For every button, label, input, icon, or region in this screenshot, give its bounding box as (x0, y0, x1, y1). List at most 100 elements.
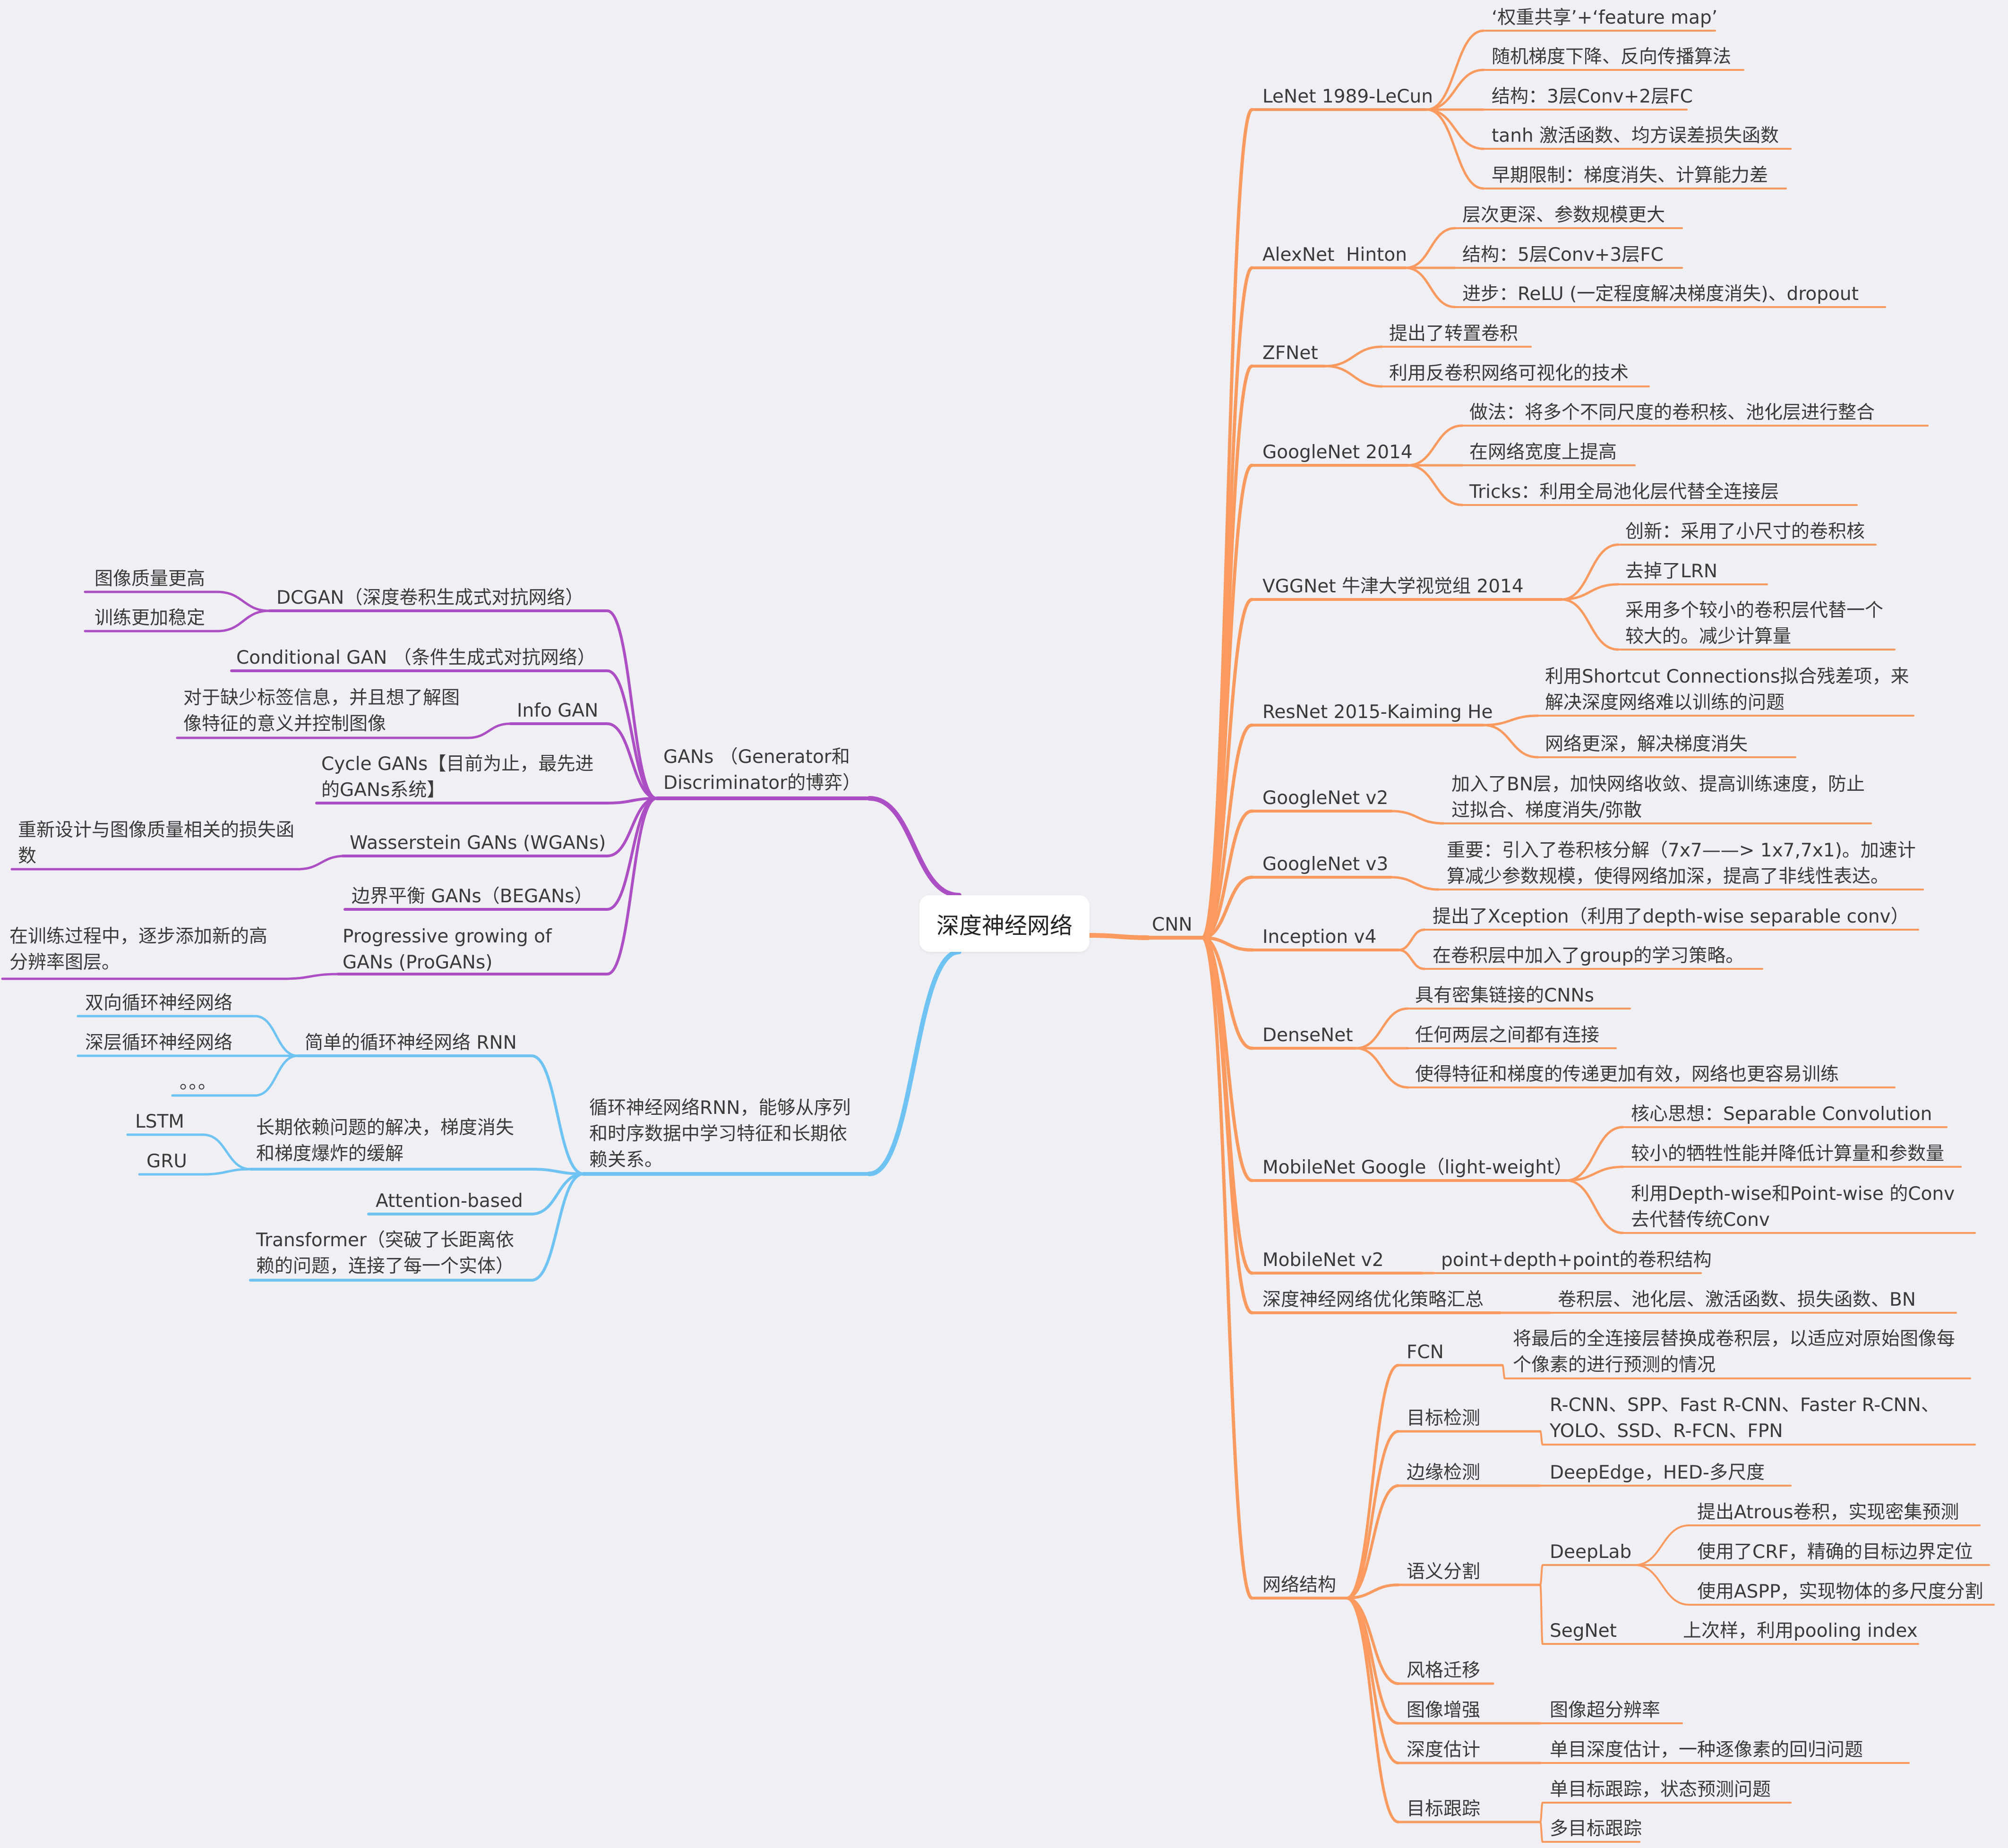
optimization-item[interactable]: 卷积层、池化层、激活函数、损失函数、BN (1558, 1289, 1916, 1310)
simple-rnn-item[interactable]: 双向循环神经网络 (85, 992, 233, 1014)
structure-enhancement[interactable]: 图像增强 (1407, 1700, 1481, 1721)
gans-cycle[interactable]: Cycle GANs【目前为止，最先进的GANs系统】 (321, 753, 594, 801)
googlenet2014-item[interactable]: 做法：将多个不同尺度的卷积核、池化层进行整合 (1469, 402, 1875, 423)
progan-item[interactable]: 在训练过程中，逐步添加新的高分辨率图层。 (9, 926, 268, 973)
segmentation-segnet[interactable]: SegNet (1550, 1620, 1617, 1642)
structure-depth[interactable]: 深度估计 (1407, 1739, 1481, 1761)
inception-v4-item[interactable]: 在卷积层中加入了group的学习策略。 (1433, 945, 1744, 967)
resnet-item[interactable]: 网络更深，解决梯度消失 (1545, 734, 1748, 755)
lenet-item[interactable]: 早期限制：梯度消失、计算能力差 (1492, 165, 1768, 186)
lenet-item[interactable]: ‘权重共享’+‘feature map’ (1492, 7, 1718, 28)
gans-conditional[interactable]: Conditional GAN （条件生成式对抗网络） (236, 647, 596, 668)
fcn-item[interactable]: 将最后的全连接层替换成卷积层，以适应对原始图像每个像素的进行预测的情况 (1513, 1328, 1956, 1376)
googlenet-v3-item[interactable]: 重要：引入了卷积核分解（7x7——> 1x7,7x1)。加速计算减少参数规模，使… (1447, 840, 1916, 887)
cnn-lenet[interactable]: LeNet 1989-LeCun (1262, 86, 1433, 107)
cnn-densenet[interactable]: DenseNet (1262, 1025, 1353, 1046)
cnn-resnet[interactable]: ResNet 2015-Kaiming He (1262, 702, 1493, 723)
gans-dcgan[interactable]: DCGAN（深度卷积生成式对抗网络） (276, 587, 584, 608)
inception-v4-item[interactable]: 提出了Xception（利用了depth-wise separable conv… (1433, 906, 1909, 927)
structure-style-transfer[interactable]: 风格迁移 (1407, 1660, 1481, 1681)
alexnet-item[interactable]: 层次更深、参数规模更大 (1462, 205, 1665, 226)
vggnet-item[interactable]: 采用多个较小的卷积层代替一个较大的。减少计算量 (1625, 600, 1884, 647)
gans-info[interactable]: Info GAN (517, 700, 599, 721)
connector-line (1634, 1564, 1690, 1606)
mobilenet-item[interactable]: 较小的牺牲性能并降低计算量和参数量 (1631, 1143, 1945, 1164)
densenet-item[interactable]: 使得特征和梯度的传递更加有效，网络也更容易训练 (1415, 1064, 1839, 1085)
rnn-longterm[interactable]: 长期依赖问题的解决，梯度消失和梯度爆炸的缓解 (256, 1117, 515, 1164)
vggnet-item[interactable]: 创新：采用了小尺寸的卷积核 (1625, 521, 1865, 542)
cnn-branch[interactable]: CNN (1152, 914, 1193, 935)
googlenet2014-item[interactable]: Tricks：利用全局池化层代替全连接层 (1469, 481, 1779, 503)
zfnet-item[interactable]: 利用反卷积网络可视化的技术 (1389, 363, 1629, 384)
rnn-simple[interactable]: 简单的循环神经网络 RNN (305, 1032, 517, 1053)
simple-rnn-item[interactable]: 深层循环神经网络 (85, 1032, 233, 1053)
structure-edge[interactable]: 边缘检测 (1407, 1462, 1481, 1483)
tracking-item[interactable]: 多目标跟踪 (1550, 1818, 1642, 1839)
cnn-googlenet-2014[interactable]: GoogleNet 2014 (1262, 442, 1413, 463)
cnn-zfnet[interactable]: ZFNet (1262, 342, 1318, 364)
cnn-optimization[interactable]: 深度神经网络优化策略汇总 (1262, 1289, 1484, 1310)
alexnet-item[interactable]: 进步：ReLU (一定程度解决梯度消失)、dropout (1462, 283, 1859, 305)
deeplab-item[interactable]: 使用ASPP，实现物体的多尺度分割 (1697, 1581, 1983, 1602)
connector-line (1201, 598, 1254, 940)
rnn-transformer[interactable]: Transformer（突破了长距离依赖的问题，连接了每一个实体） (256, 1230, 515, 1277)
simple-rnn-item[interactable]: 。。。 (180, 1072, 217, 1093)
connector-line (1201, 723, 1254, 940)
structure-tracking[interactable]: 目标跟踪 (1407, 1798, 1481, 1820)
lenet-item[interactable]: 结构：3层Conv+2层FC (1492, 86, 1693, 107)
rnn-attention[interactable]: Attention-based (376, 1190, 523, 1212)
connector-line (1404, 266, 1457, 308)
longterm-lstm[interactable]: LSTM (135, 1111, 184, 1132)
densenet-item[interactable]: 任何两层之间都有连接 (1415, 1025, 1600, 1046)
segnet-item[interactable]: 上次样，利用pooling index (1683, 1620, 1918, 1642)
cnn-mobilenet-v2[interactable]: MobileNet v2 (1262, 1249, 1384, 1271)
structure-segmentation[interactable]: 语义分割 (1407, 1561, 1481, 1583)
lenet-item[interactable]: tanh 激活函数、均方误差损失函数 (1492, 125, 1779, 146)
cnn-googlenet-v3[interactable]: GoogleNet v3 (1262, 854, 1389, 875)
structure-fcn[interactable]: FCN (1407, 1342, 1444, 1363)
cnn-vggnet[interactable]: VGGNet 牛津大学视觉组 2014 (1262, 576, 1524, 597)
detection-item[interactable]: R-CNN、SPP、Fast R-CNN、Faster R-CNN、YOLO、S… (1550, 1395, 1939, 1442)
gans-branch[interactable]: GANs （Generator和Discriminator的博弈） (663, 746, 861, 794)
info-gan-item[interactable]: 对于缺少标签信息，并且想了解图像特征的意义并控制图像 (183, 687, 460, 735)
gans-wasserstein[interactable]: Wasserstein GANs (WGANs) (350, 832, 606, 854)
tracking-item[interactable]: 单目标跟踪，状态预测问题 (1550, 1779, 1771, 1800)
deeplab-item[interactable]: 使用了CRF，精确的目标边界定位 (1697, 1541, 1973, 1563)
cnn-inception-v4[interactable]: Inception v4 (1262, 926, 1377, 948)
segmentation-deeplab[interactable]: DeepLab (1550, 1541, 1632, 1563)
connector-line (1355, 1047, 1409, 1089)
dcgan-item[interactable]: 训练更加稳定 (94, 607, 206, 629)
cnn-alexnet[interactable]: AlexNet Hinton (1262, 244, 1407, 265)
zfnet-item[interactable]: 提出了转置卷积 (1389, 323, 1519, 344)
root-node[interactable]: 深度神经网络 (919, 895, 1090, 952)
cnn-mobilenet[interactable]: MobileNet Google（light-weight） (1262, 1157, 1573, 1178)
edge-item[interactable]: DeepEdge，HED-多尺度 (1550, 1462, 1765, 1483)
mobilenet-item[interactable]: 核心思想：Separable Convolution (1631, 1104, 1932, 1125)
lenet-item[interactable]: 随机梯度下降、反向传播算法 (1492, 46, 1732, 68)
dcgan-item[interactable]: 图像质量更高 (94, 568, 206, 590)
cnn-network-structure[interactable]: 网络结构 (1262, 1574, 1337, 1596)
googlenet-v2-item[interactable]: 加入了BN层，加快网络收敛、提高训练速度，防止过拟合、梯度消失/弥散 (1451, 774, 1865, 821)
connector-line (1355, 1007, 1409, 1050)
vggnet-item[interactable]: 去掉了LRN (1625, 561, 1718, 582)
densenet-item[interactable]: 具有密集链接的CNNs (1415, 985, 1594, 1006)
alexnet-item[interactable]: 结构：5层Conv+3层FC (1462, 244, 1664, 265)
cnn-googlenet-v2[interactable]: GoogleNet v2 (1262, 787, 1389, 809)
mobilenet-v2-item[interactable]: point+depth+point的卷积结构 (1441, 1249, 1712, 1271)
mobilenet-item[interactable]: 利用Depth-wise和Point-wise 的Conv去代替传统Conv (1631, 1183, 1955, 1231)
wgan-item[interactable]: 重新设计与图像质量相关的损失函数 (18, 820, 295, 867)
structure-detection[interactable]: 目标检测 (1407, 1408, 1481, 1429)
gans-progressive[interactable]: Progressive growing of GANs (ProGANs) (343, 926, 552, 973)
connector-line (1539, 1430, 1544, 1446)
googlenet2014-item[interactable]: 在网络宽度上提高 (1469, 442, 1617, 463)
rnn-branch[interactable]: 循环神经网络RNN，能够从序列和时序数据中学习特征和长期依赖关系。 (589, 1097, 851, 1171)
deeplab-item[interactable]: 提出Atrous卷积，实现密集预测 (1697, 1502, 1959, 1523)
resnet-item[interactable]: 利用Shortcut Connections拟合残差项，来解决深度网络难以训练的… (1545, 666, 1909, 713)
enhancement-item[interactable]: 图像超分辨率 (1550, 1700, 1661, 1721)
longterm-gru[interactable]: GRU (146, 1151, 187, 1172)
gans-began[interactable]: 边界平衡 GANs（BEGANs） (352, 886, 593, 907)
connector-line (606, 797, 658, 857)
depth-item[interactable]: 单目深度估计，一种逐像素的回归问题 (1550, 1739, 1863, 1761)
connector-line (606, 797, 658, 975)
connector-line (867, 796, 961, 898)
